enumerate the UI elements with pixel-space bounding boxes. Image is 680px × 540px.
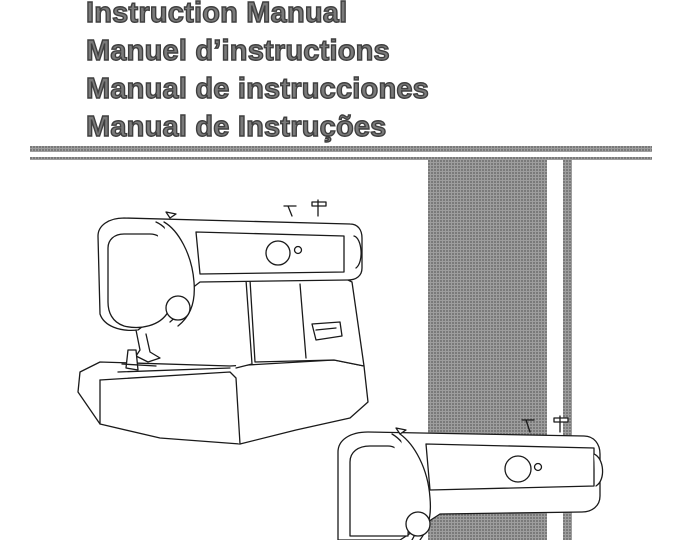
title-spanish: Manual de instrucciones	[85, 72, 430, 105]
sewing-machine-icon	[337, 415, 604, 540]
title-french: Manuel d’instructions	[85, 34, 390, 67]
sewing-machine-icon	[77, 199, 369, 445]
title-portuguese: Manual de Instruções	[85, 110, 387, 143]
horizontal-band-thin	[30, 157, 652, 160]
title-english: Instruction Manual	[85, 0, 348, 30]
cover-title-block: Instruction Manual Manuel d’instructions…	[85, 0, 430, 146]
horizontal-band-thick	[30, 146, 652, 152]
vertical-band-narrow	[563, 160, 572, 540]
